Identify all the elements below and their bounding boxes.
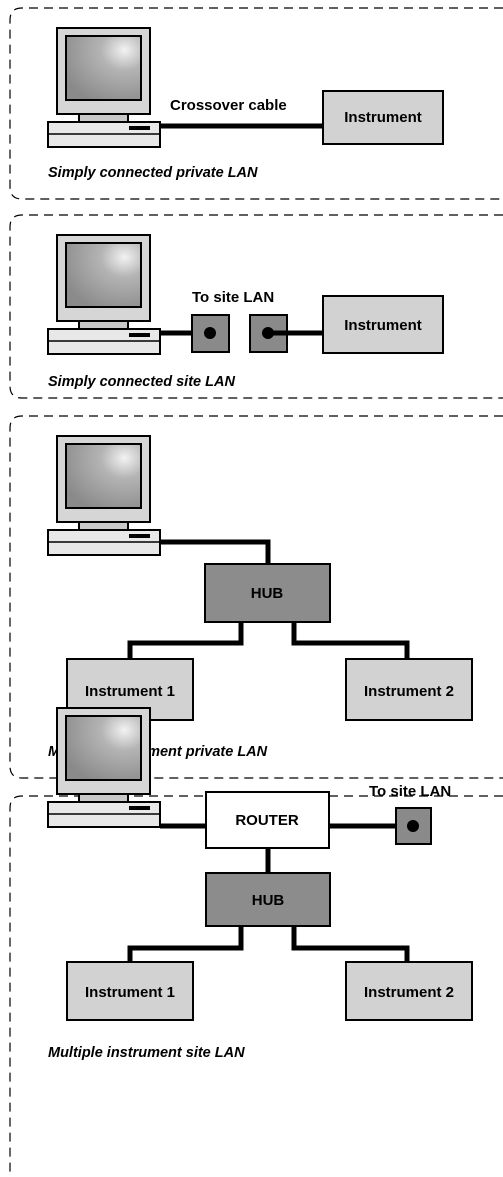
instrument-label: Instrument bbox=[344, 109, 422, 126]
hub-instrument1-cable bbox=[127, 926, 244, 962]
hub-label: HUB bbox=[252, 892, 285, 909]
instrument-label: Instrument bbox=[344, 317, 422, 334]
panel-caption: Multiple instrument site LAN bbox=[48, 1045, 245, 1061]
instrument-2-label: Instrument 2 bbox=[364, 683, 454, 700]
panel-border bbox=[9, 415, 503, 779]
instrument-1-label: Instrument 1 bbox=[85, 683, 175, 700]
hub-instrument2-cable bbox=[291, 622, 410, 659]
panel-border bbox=[9, 214, 503, 399]
instrument-2-box: Instrument 2 bbox=[345, 658, 473, 721]
computer-icon bbox=[47, 234, 161, 355]
panel-private-lan: Crossover cable Instrument Simply connec… bbox=[9, 7, 503, 200]
router-label: ROUTER bbox=[235, 812, 299, 829]
computer-hub-cable bbox=[160, 539, 271, 564]
panel-site-lan: To site LAN Instrument Simply connected … bbox=[9, 214, 503, 399]
router-box: ROUTER bbox=[205, 791, 330, 849]
cable-label: Crossover cable bbox=[170, 97, 287, 114]
panel-border bbox=[9, 7, 503, 200]
panel-multi-site-lan: ROUTER To site LAN HUB Instrument 1 Inst… bbox=[9, 707, 503, 1172]
site-lan-label: To site LAN bbox=[192, 289, 274, 306]
wall-jack-left bbox=[191, 314, 230, 353]
hub-box: HUB bbox=[204, 563, 331, 623]
computer-icon bbox=[47, 707, 161, 828]
instrument-1-label: Instrument 1 bbox=[85, 984, 175, 1001]
instrument-2-label: Instrument 2 bbox=[364, 984, 454, 1001]
site-lan-label: To site LAN bbox=[369, 783, 451, 800]
site-lan-jack bbox=[395, 807, 432, 845]
hub-label: HUB bbox=[251, 585, 284, 602]
instrument-2-box: Instrument 2 bbox=[345, 961, 473, 1021]
panel-caption: Simply connected private LAN bbox=[48, 165, 258, 181]
computer-icon bbox=[47, 435, 161, 556]
instrument-1-box: Instrument 1 bbox=[66, 961, 194, 1021]
hub-instrument2-cable bbox=[291, 926, 410, 962]
panel-caption: Simply connected site LAN bbox=[48, 374, 235, 390]
instrument-box: Instrument bbox=[322, 295, 444, 354]
hub-instrument1-cable bbox=[127, 622, 244, 659]
computer-icon bbox=[47, 27, 161, 148]
hub-box: HUB bbox=[205, 872, 331, 927]
panel-border bbox=[9, 795, 503, 1172]
instrument-box: Instrument bbox=[322, 90, 444, 145]
